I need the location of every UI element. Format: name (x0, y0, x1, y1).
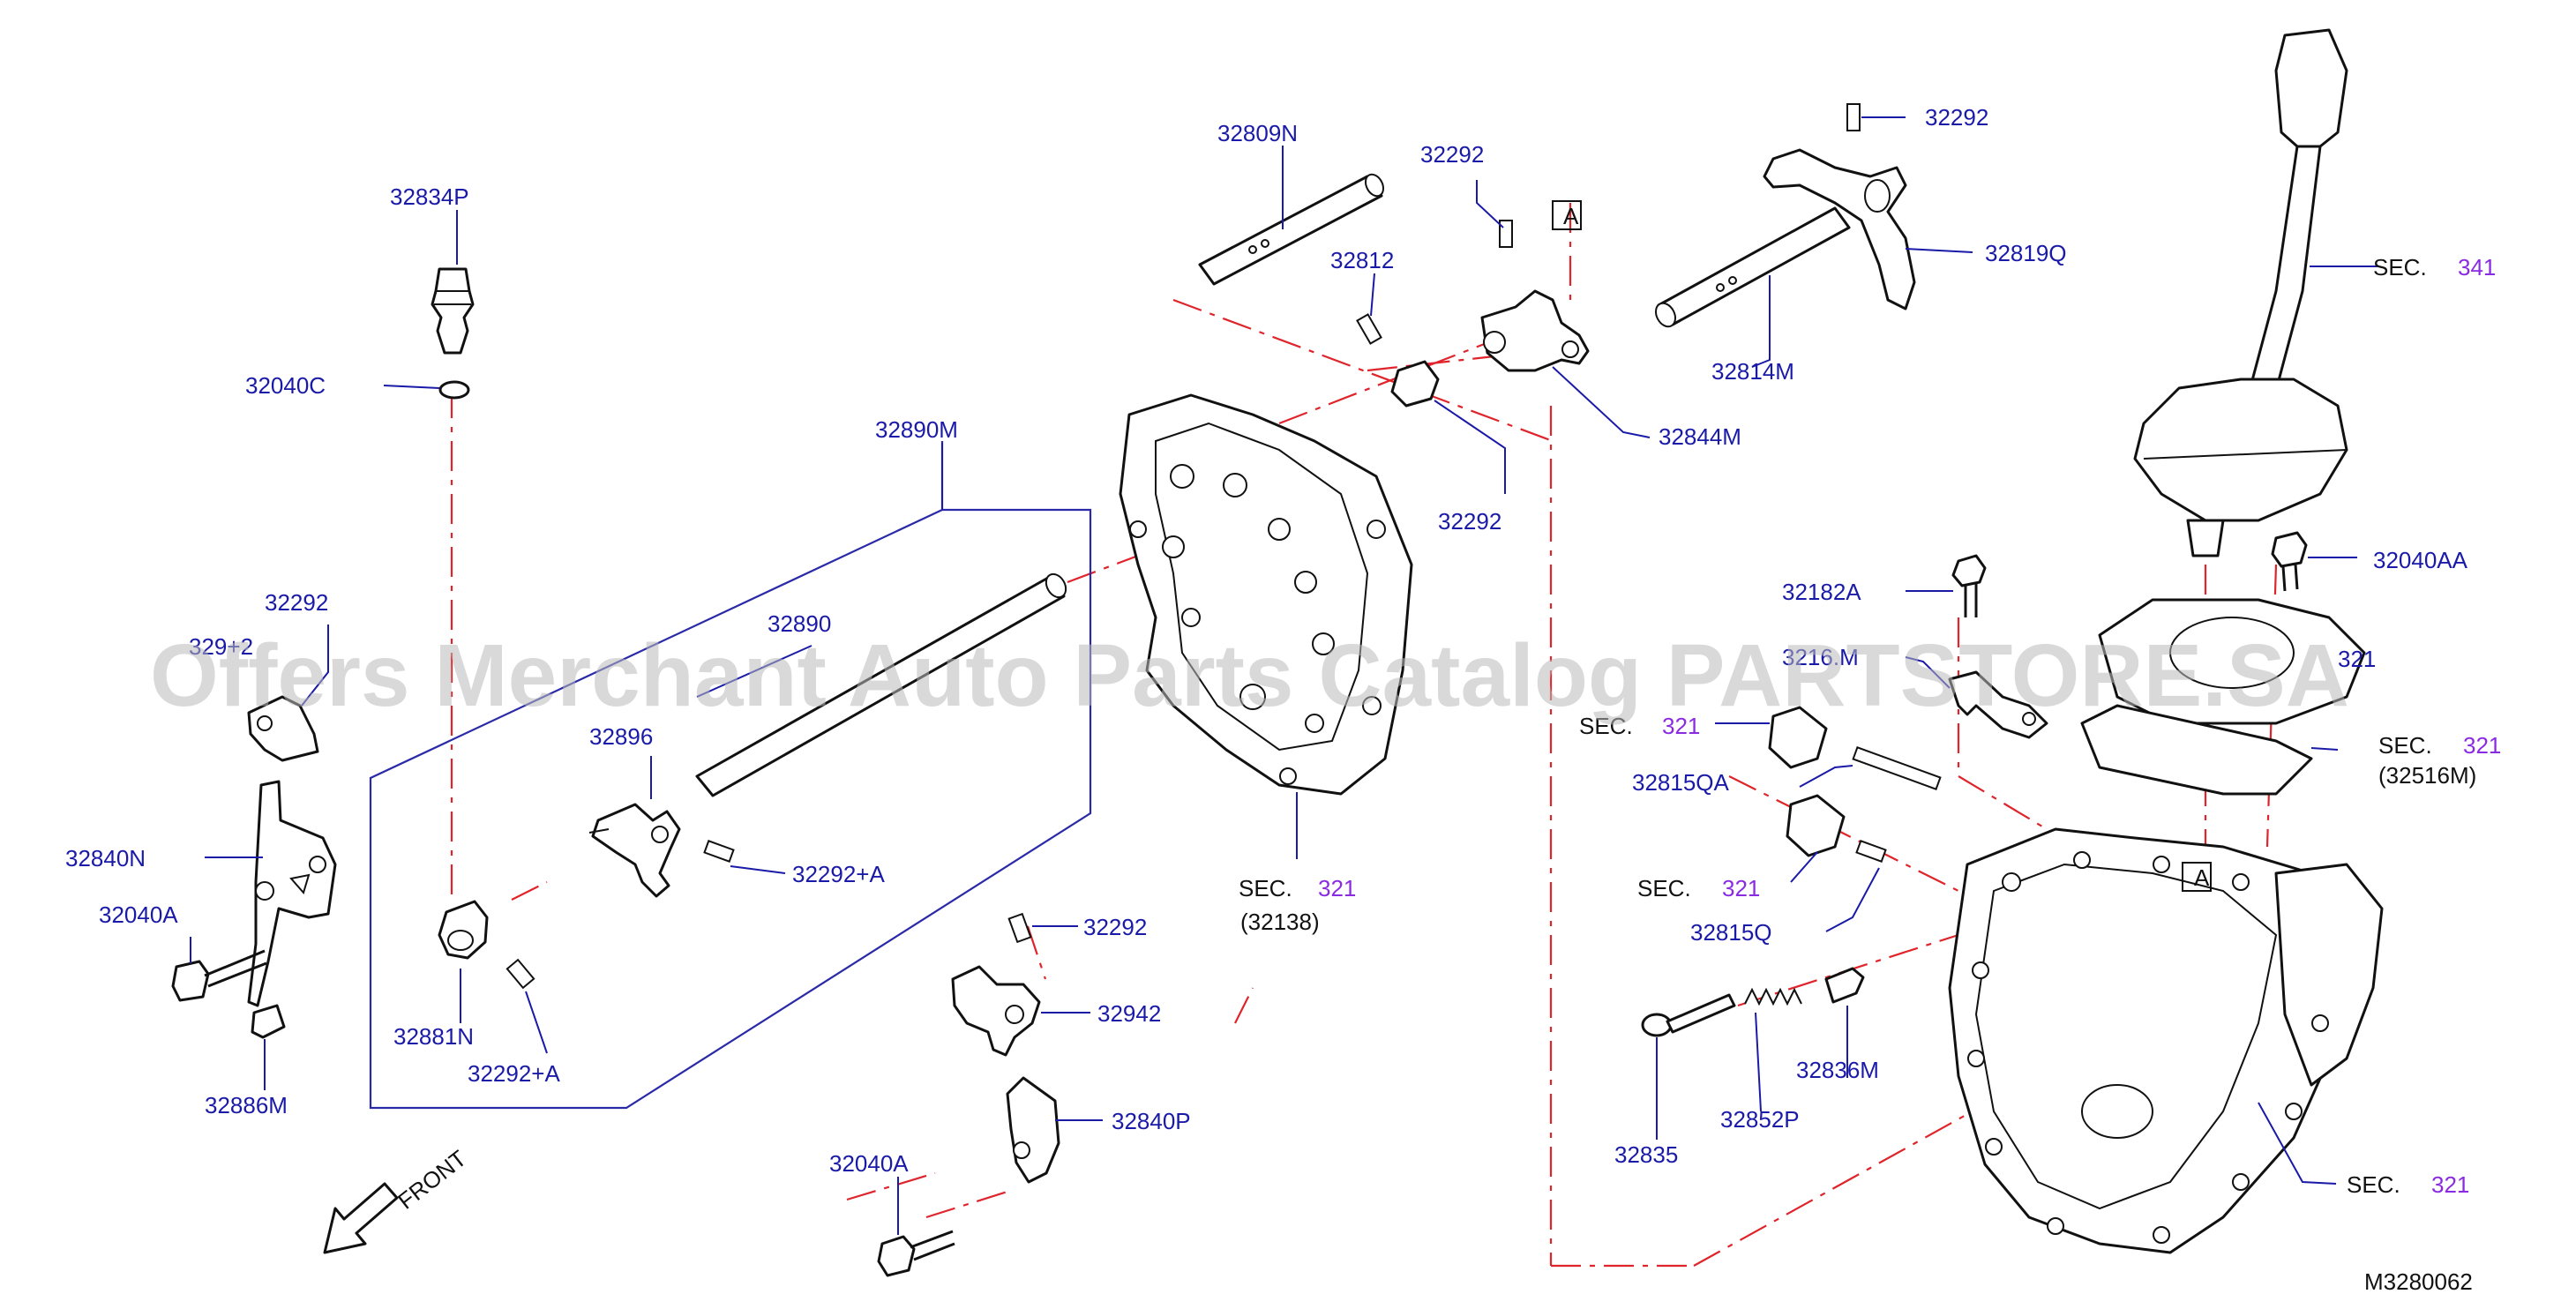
callout-A-box-top (1552, 200, 1582, 230)
label-3216M[interactable]: 3216.M (1782, 644, 1859, 670)
bolt-32040A-left (171, 949, 267, 1002)
pin-32292-low (1007, 912, 1032, 944)
label-32292-plusA-low[interactable]: 32292+A (468, 1060, 560, 1087)
sec-word-housing: SEC. (1239, 875, 1292, 901)
plug-32834P (431, 267, 475, 355)
leader-lines (190, 116, 2378, 1235)
label-32292-mid[interactable]: 32292 (1438, 508, 1501, 535)
callout-A-label-case: A (2194, 864, 2210, 891)
label-32516M: (32516M) (2378, 762, 2476, 789)
sec-word-341: SEC. (2373, 254, 2427, 280)
housing-32138 (1119, 393, 1413, 796)
label-32815Q[interactable]: 32815Q (1690, 919, 1772, 946)
label-32834P[interactable]: 32834P (390, 183, 469, 210)
label-32815QA[interactable]: 32815QA (1632, 769, 1730, 796)
block-32886M (251, 1004, 286, 1039)
label-32138: (32138) (1240, 909, 1320, 935)
label-32812[interactable]: 32812 (1330, 247, 1394, 273)
shift-lever-sec341 (2133, 28, 2348, 557)
label-32886M[interactable]: 32886M (205, 1092, 288, 1118)
fork-32819Q (1763, 148, 1916, 310)
plunger-32836M (1824, 967, 1865, 1004)
front-arrow-icon (323, 1182, 399, 1254)
label-32942[interactable]: 32942 (1097, 1000, 1161, 1027)
nut-32292-mid (1390, 360, 1440, 408)
sec-word-gasket: SEC. (2378, 732, 2432, 759)
pin-32812 (1356, 313, 1382, 345)
bushing-32881N (438, 900, 489, 960)
plunger-32835 (1641, 993, 1736, 1037)
sec-word-switch-low: SEC. (1637, 875, 1691, 901)
label-32835[interactable]: 32835 (1614, 1141, 1678, 1168)
oring-32040C (438, 380, 470, 400)
watermark-text: Offers Merchant Auto Parts Catalog PARTS… (150, 626, 2349, 725)
diagram-id: M3280062 (2364, 1268, 2473, 1295)
sec-ref-341[interactable]: 341 (2458, 254, 2496, 280)
bolt-32182A (1951, 554, 1987, 617)
switch-32815Q (1786, 794, 1887, 863)
label-32890M[interactable]: 32890M (875, 416, 958, 443)
label-32844M[interactable]: 32844M (1659, 423, 1741, 450)
label-32819Q[interactable]: 32819Q (1985, 240, 2067, 266)
callout-A-label-top: A (1563, 203, 1579, 229)
lever-32896 (588, 803, 681, 898)
label-32881N[interactable]: 32881N (393, 1023, 474, 1050)
sec-word-case: SEC. (2347, 1171, 2400, 1198)
lever-32292-left (247, 695, 319, 762)
label-32182A[interactable]: 32182A (1782, 579, 1861, 605)
rod-32814M (1654, 206, 1851, 328)
front-indicator: FRONT (323, 1145, 471, 1254)
rod-32809N (1198, 173, 1385, 286)
gasket-plate-32516M (2080, 598, 2366, 796)
bolt-32040A-bottom (877, 1230, 955, 1277)
section-references: SEC. 341 SEC. 321 SEC. 321 SEC. 321 SEC.… (1239, 254, 2501, 1198)
callout-A-box-case (2182, 862, 2212, 892)
sec-ref-321-housing[interactable]: 321 (1318, 875, 1356, 901)
label-32292-top[interactable]: 32292 (1420, 141, 1484, 168)
label-32292-left-partial[interactable]: 329+2 (189, 633, 253, 660)
label-32840N[interactable]: 32840N (65, 845, 146, 871)
label-32040A-left[interactable]: 32040A (99, 901, 178, 928)
label-32040AA[interactable]: 32040AA (2373, 547, 2468, 573)
sec-ref-321-case[interactable]: 321 (2431, 1171, 2469, 1198)
bracket-32840N (247, 780, 337, 1007)
lever-32844M (1480, 289, 1590, 372)
pin-32292-plusA-mid (703, 840, 735, 863)
front-label: FRONT (393, 1145, 471, 1215)
pin-32292-right (1846, 103, 1861, 131)
label-32840P[interactable]: 32840P (1112, 1108, 1191, 1134)
label-32292-left[interactable]: 32292 (265, 589, 328, 616)
sec-ref-321-gasket[interactable]: 321 (2463, 732, 2501, 759)
lever-32942 (951, 965, 1041, 1057)
spring-32852P (1744, 987, 1802, 1006)
label-32836M[interactable]: 32836M (1796, 1057, 1879, 1083)
sec-ref-321-switch[interactable]: 321 (1662, 713, 1700, 739)
label-32292-right[interactable]: 32292 (1925, 104, 1988, 131)
label-32809N[interactable]: 32809N (1217, 120, 1298, 146)
switch-32815QA (1768, 706, 1942, 790)
sec-ref-321-switch-low[interactable]: 321 (1722, 875, 1760, 901)
label-32040A-bottom[interactable]: 32040A (829, 1150, 909, 1177)
label-32040C[interactable]: 32040C (245, 372, 326, 399)
label-32292-low[interactable]: 32292 (1083, 914, 1147, 940)
pin-32292-plusA-low (505, 958, 535, 990)
bolt-32040AA (2271, 531, 2308, 592)
pin-32292-top (1499, 220, 1513, 248)
label-32896[interactable]: 32896 (589, 723, 653, 750)
label-321xx-right[interactable]: 321 (2338, 646, 2376, 672)
bracket-3216M (1948, 670, 2048, 739)
label-32814M[interactable]: 32814M (1711, 358, 1794, 385)
sec-word-switch: SEC. (1579, 713, 1633, 739)
label-32292-plusA-mid[interactable]: 32292+A (792, 861, 885, 887)
part-labels: 32834P 32040C 32890M 32890 32896 32292+A… (65, 104, 2476, 1177)
transaxle-case-sec321 (1948, 827, 2384, 1254)
label-32890[interactable]: 32890 (768, 610, 831, 637)
label-32852P[interactable]: 32852P (1720, 1106, 1800, 1133)
rod-32890 (695, 572, 1067, 797)
bracket-32840P (1006, 1076, 1060, 1184)
